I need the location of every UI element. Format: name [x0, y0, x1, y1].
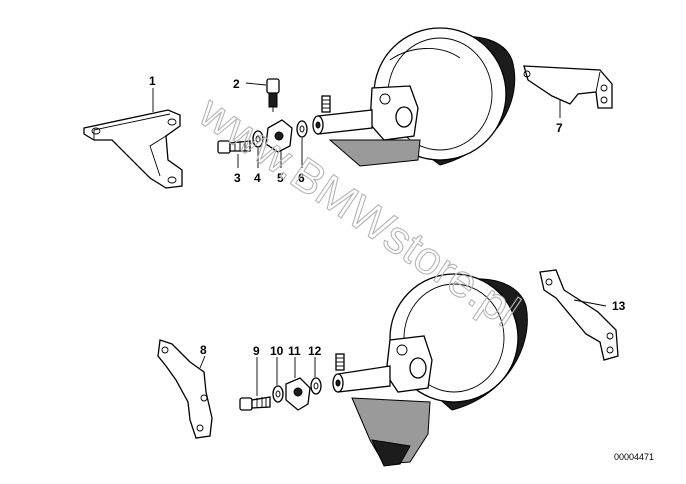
washer-part-4 — [252, 130, 264, 148]
callout-2: 2 — [233, 77, 240, 91]
bolt-part-3 — [217, 140, 251, 154]
callout-3: 3 — [234, 171, 241, 185]
callout-7: 7 — [556, 121, 563, 135]
callout-13: 13 — [612, 299, 626, 313]
brake-booster-upper — [312, 27, 516, 167]
callout-8: 8 — [200, 343, 207, 357]
bracket-part-1 — [83, 109, 183, 189]
upper-assembly — [83, 27, 613, 189]
leader-13 — [573, 299, 607, 307]
callout-6: 6 — [298, 171, 305, 185]
callout-11: 11 — [288, 344, 301, 358]
leader-lines — [152, 82, 607, 396]
callout-4: 4 — [254, 171, 261, 185]
callout-1: 1 — [149, 74, 156, 88]
leader-2 — [245, 82, 267, 86]
bracket-part-13 — [539, 269, 619, 361]
washer-part-12 — [310, 377, 322, 395]
washer-part-10 — [272, 385, 284, 403]
bolt-part-9 — [239, 396, 271, 411]
clamp-part-5 — [265, 119, 293, 153]
sensor-part-2 — [266, 78, 280, 112]
clamp-part-11 — [285, 377, 311, 411]
lower-assembly — [157, 269, 619, 467]
bracket-part-8 — [157, 339, 213, 439]
bracket-part-7 — [523, 65, 613, 109]
callout-12: 12 — [308, 344, 322, 358]
document-number: 00004471 — [614, 452, 654, 462]
callout-9: 9 — [253, 344, 260, 358]
callout-numbers: 1 2 3 4 5 6 7 8 9 10 11 12 13 — [149, 74, 626, 358]
washer-part-6 — [296, 120, 308, 138]
brake-booster-lower — [332, 273, 528, 467]
callout-10: 10 — [270, 344, 284, 358]
callout-5: 5 — [277, 171, 284, 185]
leader-8 — [199, 355, 206, 369]
